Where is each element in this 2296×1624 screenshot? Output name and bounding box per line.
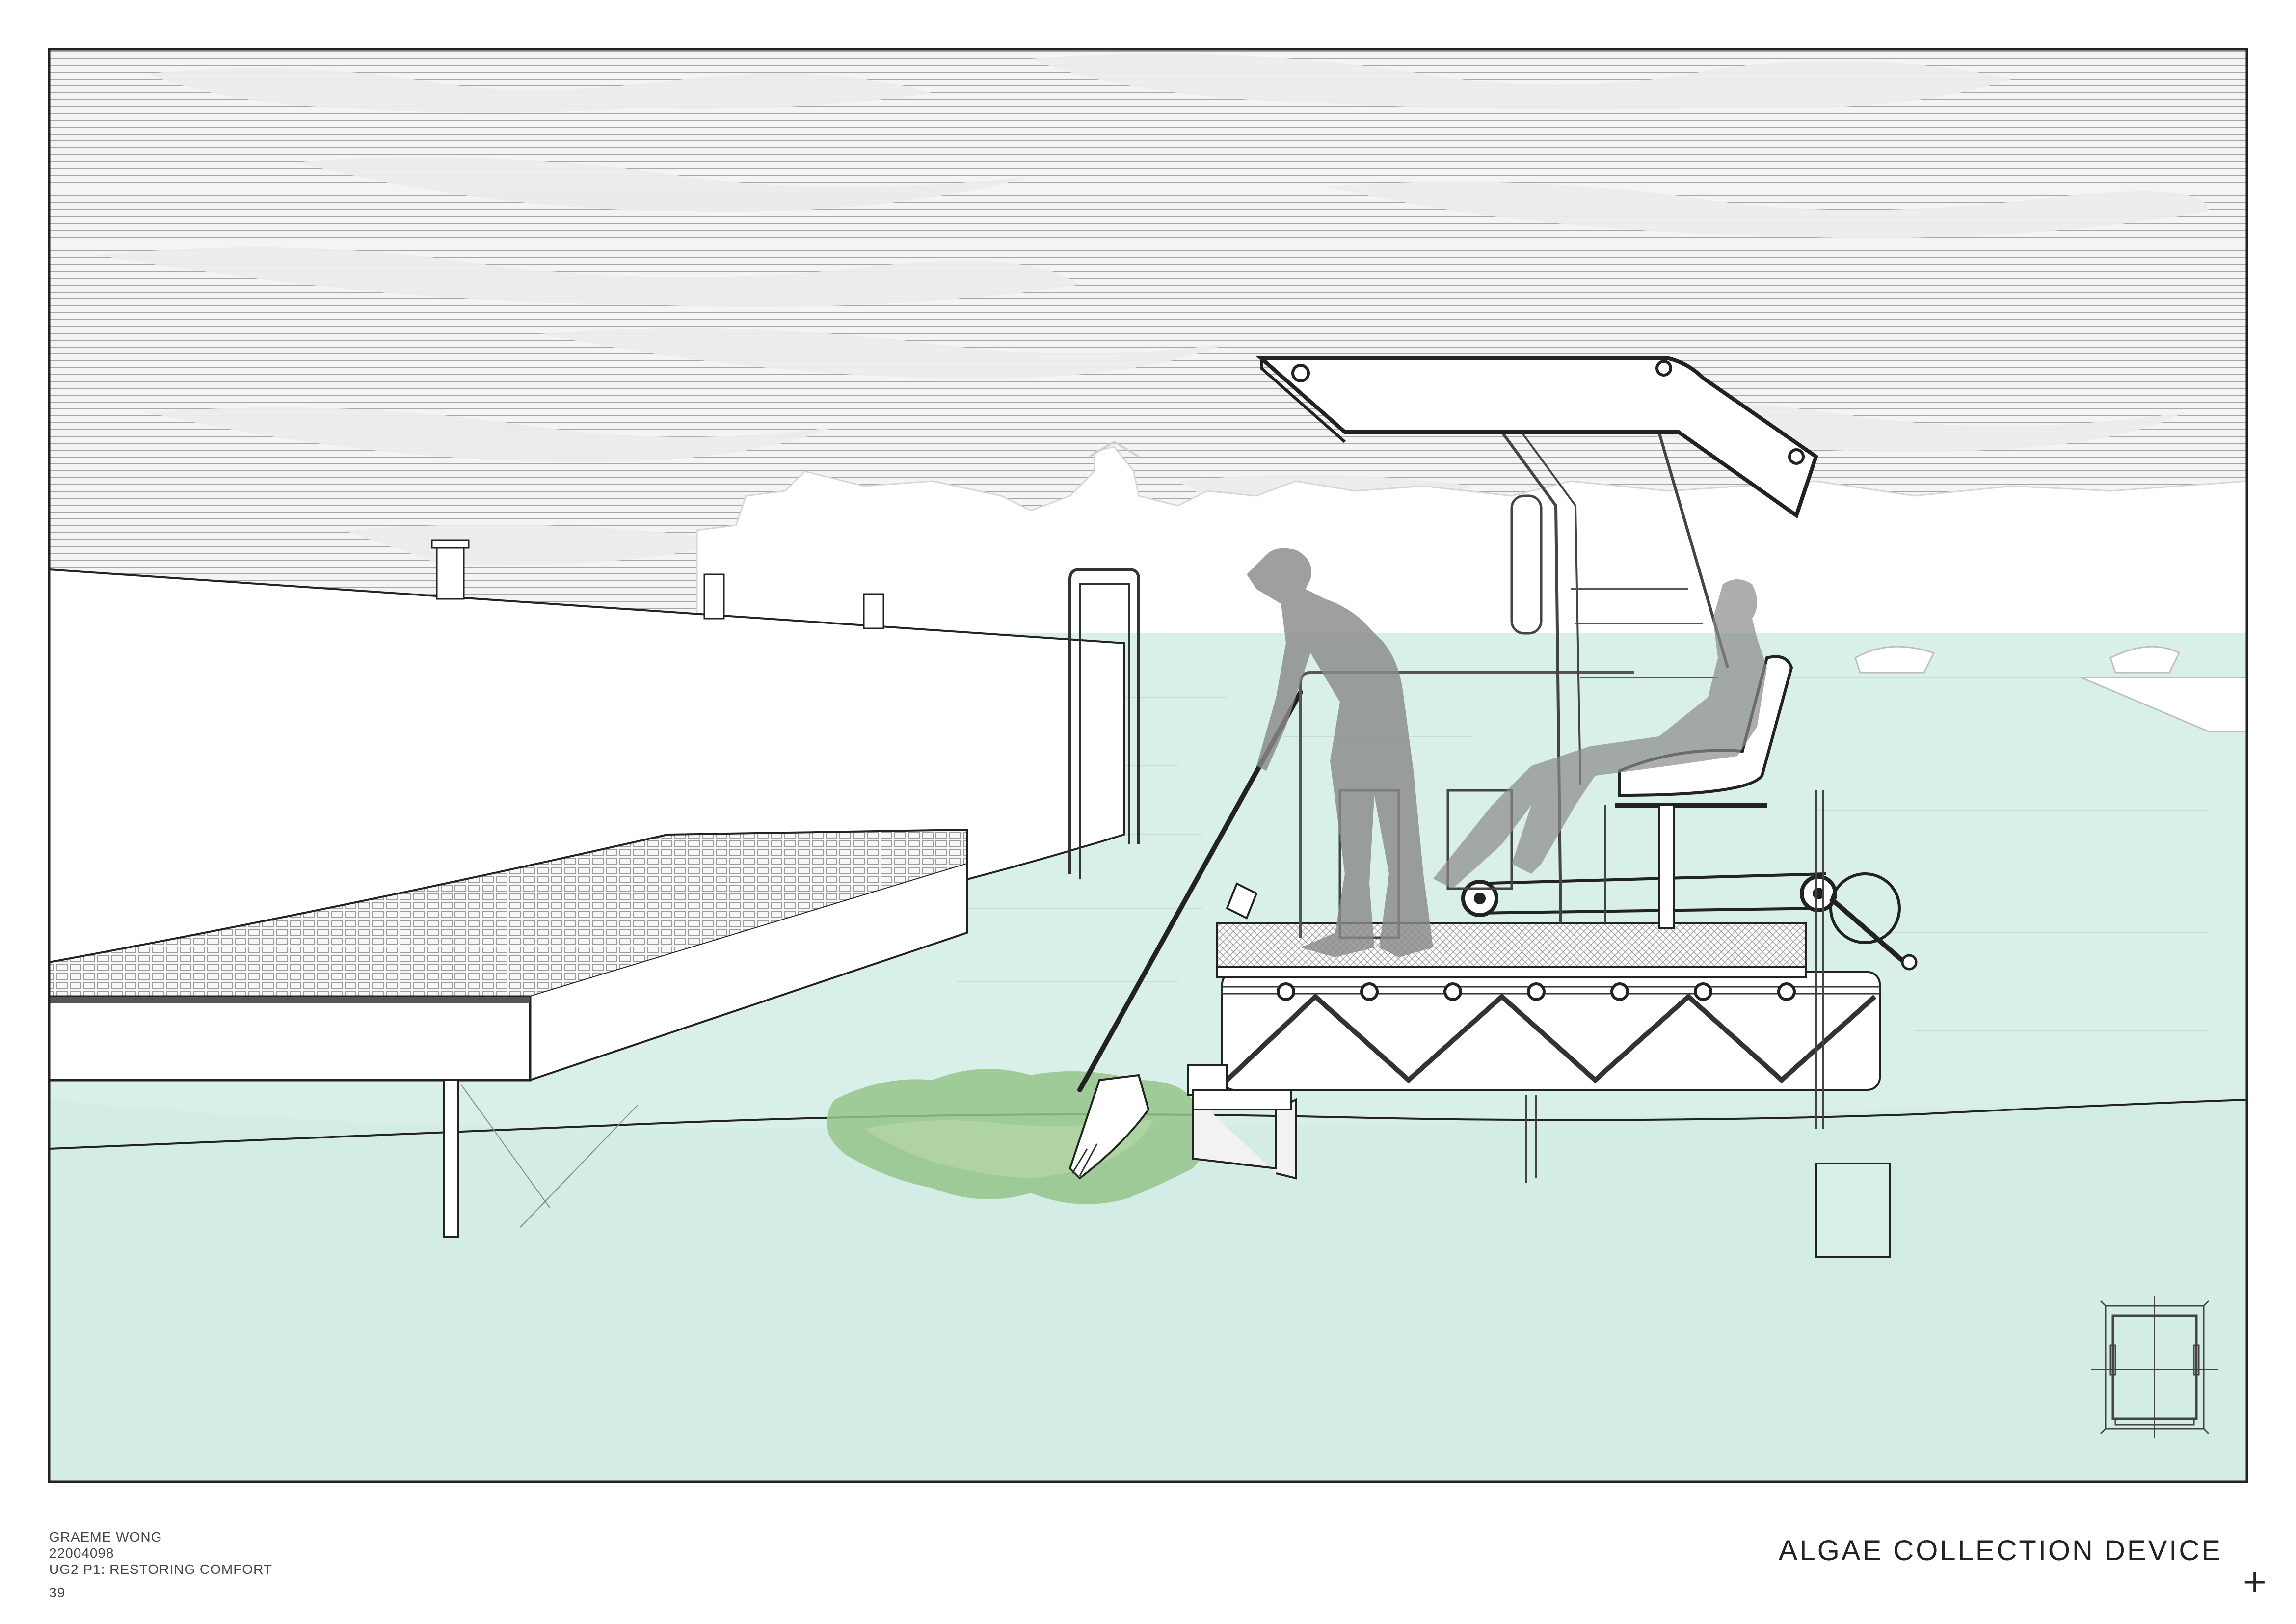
project-name: UG2 P1: RESTORING COMFORT: [49, 1562, 272, 1577]
page-number: 39: [49, 1585, 66, 1600]
algae-device: [1187, 356, 1918, 1258]
pontoon-beam: [49, 995, 532, 1082]
drawing-frame: [48, 48, 2248, 1483]
canopy: [1256, 356, 1818, 519]
sheet-title: ALGAE COLLECTION DEVICE: [1778, 1535, 2222, 1567]
ladder: [1068, 568, 1140, 874]
author-name: GRAEME WONG: [49, 1529, 162, 1544]
distant-town: [696, 446, 2247, 644]
net-head: [1068, 1074, 1150, 1180]
seated-figure: [1433, 579, 1767, 889]
pontoon-post: [443, 1079, 459, 1238]
standing-figure: [1247, 548, 1433, 957]
student-id: 22004098: [49, 1545, 114, 1561]
key-plan: [2091, 1296, 2218, 1438]
plus-icon: +: [2242, 1564, 2268, 1600]
waterline: [49, 1099, 2247, 1150]
pontoon-deck: [49, 828, 968, 998]
